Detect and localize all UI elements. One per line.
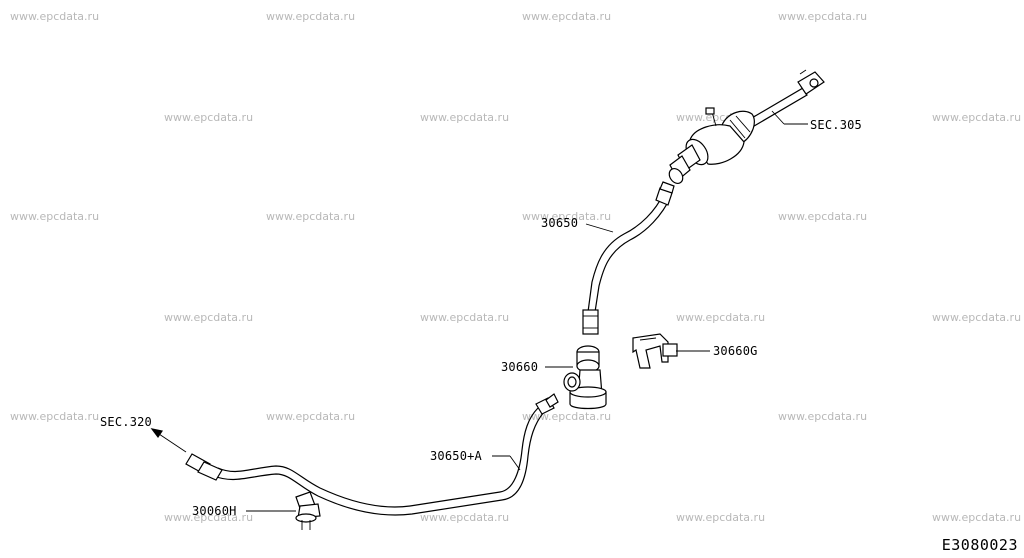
watermark: www.epcdata.ru bbox=[10, 210, 100, 223]
watermark: www.epcdata.ru bbox=[10, 410, 100, 423]
watermark: www.epcdata.ru bbox=[522, 210, 612, 223]
watermark: www.epcdata.ru bbox=[10, 10, 100, 23]
label-sec305[interactable]: SEC.305 bbox=[810, 118, 862, 132]
leader-lines bbox=[246, 110, 808, 512]
damper-30660[interactable] bbox=[563, 345, 607, 410]
clip-30660g[interactable] bbox=[632, 333, 678, 369]
watermark: www.epcdata.ru bbox=[778, 410, 868, 423]
label-30660[interactable]: 30660 bbox=[501, 360, 539, 374]
boot bbox=[721, 110, 755, 145]
watermark: www.epcdata.ru bbox=[164, 511, 254, 524]
label-30650[interactable]: 30650 bbox=[541, 216, 579, 230]
watermark: www.epcdata.ru bbox=[420, 311, 510, 324]
clutch-master-cylinder[interactable] bbox=[666, 69, 825, 186]
watermark: www.epcdata.ru bbox=[164, 111, 254, 124]
watermark: www.epcdata.ru bbox=[266, 410, 356, 423]
watermark: www.epcdata.ru bbox=[522, 10, 612, 23]
label-sec320[interactable]: SEC.320 bbox=[100, 415, 152, 429]
hose-30650a[interactable] bbox=[185, 393, 559, 516]
watermark: www.epcdata.ru bbox=[932, 111, 1022, 124]
watermark: www.epcdata.ru bbox=[932, 511, 1022, 524]
watermark: www.epcdata.ru bbox=[778, 10, 868, 23]
watermark: www.epcdata.ru bbox=[676, 311, 766, 324]
clevis-pin bbox=[809, 78, 819, 88]
watermark: www.epcdata.ru bbox=[266, 210, 356, 223]
watermark: www.epcdata.ru bbox=[266, 10, 356, 23]
watermark: www.epcdata.ru bbox=[420, 111, 510, 124]
watermark: www.epcdata.ru bbox=[420, 511, 510, 524]
watermark: www.epcdata.ru bbox=[164, 311, 254, 324]
clip-30060h[interactable] bbox=[295, 491, 321, 530]
label-30060h[interactable]: 30060H bbox=[192, 504, 237, 518]
label-30660g[interactable]: 30660G bbox=[713, 344, 758, 358]
watermark: www.epcdata.ru bbox=[676, 511, 766, 524]
hose-30650[interactable] bbox=[582, 181, 675, 335]
sec320-arrow bbox=[150, 428, 187, 453]
watermark: www.epcdata.ru bbox=[778, 210, 868, 223]
diagram-code: E3080023 bbox=[941, 536, 1018, 554]
label-30650a[interactable]: 30650+A bbox=[430, 449, 482, 463]
watermark: www.epcdata.ru bbox=[932, 311, 1022, 324]
